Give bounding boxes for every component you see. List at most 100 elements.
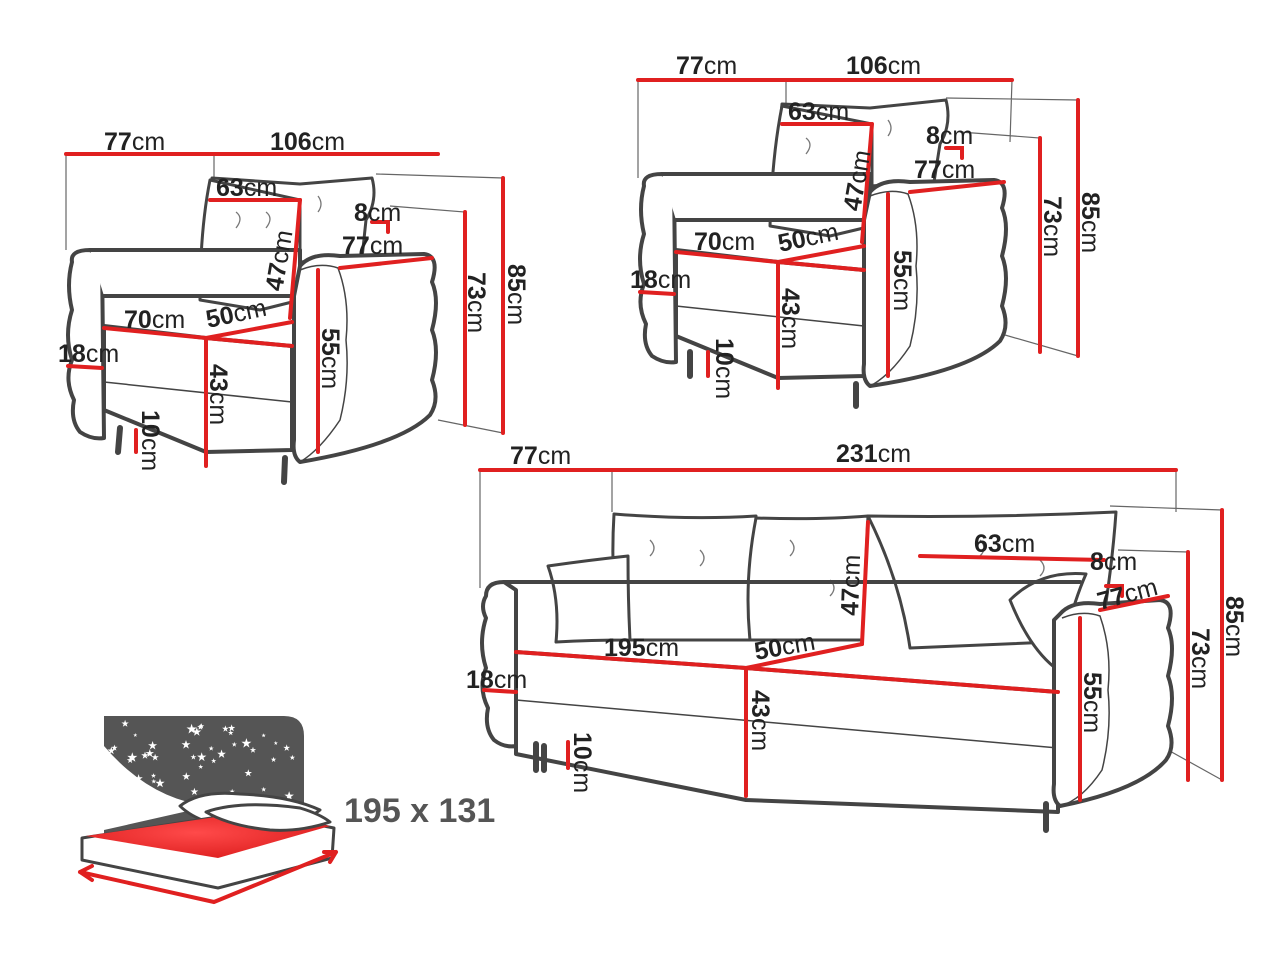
star-icon bbox=[231, 741, 237, 747]
star-icon bbox=[222, 725, 229, 732]
star-icon bbox=[151, 753, 159, 761]
armchair-left-total-height: 85 bbox=[502, 264, 530, 292]
svg-text:50cm: 50cm bbox=[775, 218, 841, 258]
star-icon bbox=[197, 752, 207, 762]
star-icon bbox=[181, 740, 191, 749]
sofa-arm-full: 55 bbox=[1078, 672, 1106, 700]
armchair-left-arm-depth: 77 bbox=[342, 232, 370, 260]
star-icon bbox=[261, 733, 266, 738]
armchair-right-back-cushion: 63 bbox=[788, 98, 816, 126]
star-icon bbox=[107, 746, 116, 755]
star-icon bbox=[198, 764, 204, 769]
svg-text:73cm: 73cm bbox=[1038, 196, 1066, 257]
armchair-left-arm-full: 55 bbox=[316, 328, 344, 356]
svg-text:43cm: 43cm bbox=[746, 690, 774, 751]
star-icon bbox=[133, 733, 138, 737]
star-icon bbox=[217, 749, 226, 758]
svg-text:231cm: 231cm bbox=[836, 440, 911, 468]
svg-text:106cm: 106cm bbox=[846, 52, 921, 80]
sofa-cushion-height: 47 bbox=[836, 587, 865, 616]
svg-text:106cm: 106cm bbox=[270, 128, 345, 156]
star-icon bbox=[244, 769, 252, 777]
star-icon bbox=[198, 723, 205, 729]
star-icon bbox=[284, 791, 294, 801]
sofa-arm-height: 18 bbox=[466, 666, 494, 694]
star-icon bbox=[192, 727, 202, 736]
star-icon bbox=[190, 754, 197, 760]
armchair-right-seat-width: 70 bbox=[694, 228, 722, 256]
armchair-right-arm-full: 55 bbox=[888, 250, 916, 278]
star-icon bbox=[150, 773, 156, 778]
armchair-right-legs: 10 bbox=[710, 338, 738, 366]
sofa-width: 231 bbox=[836, 440, 878, 468]
svg-text:77cm: 77cm bbox=[676, 52, 737, 80]
armchair-right-arm-height: 18 bbox=[630, 266, 658, 294]
star-icon bbox=[273, 740, 278, 745]
svg-text:8cm: 8cm bbox=[1090, 548, 1137, 576]
star-icon bbox=[114, 791, 125, 802]
svg-text:85cm: 85cm bbox=[1220, 596, 1248, 657]
star-icon bbox=[155, 778, 165, 788]
star-icon bbox=[120, 788, 129, 796]
star-icon bbox=[134, 774, 143, 783]
star-icon bbox=[111, 744, 118, 751]
svg-text:47cm: 47cm bbox=[260, 228, 298, 293]
armchair-left-legs: 10 bbox=[136, 410, 164, 438]
armchair-left-back-cushion: 63 bbox=[216, 174, 244, 202]
star-icon bbox=[270, 756, 277, 762]
svg-text:73cm: 73cm bbox=[1186, 628, 1214, 689]
svg-text:55cm: 55cm bbox=[316, 328, 344, 389]
star-icon bbox=[126, 756, 134, 764]
armchair-right-depth: 77 bbox=[676, 52, 704, 80]
star-icon bbox=[289, 754, 296, 760]
bed-size-label: 195 x 131 bbox=[344, 792, 495, 830]
star-icon bbox=[190, 787, 199, 796]
star-icon bbox=[208, 745, 214, 751]
svg-text:63cm: 63cm bbox=[788, 98, 849, 126]
star-icon bbox=[249, 746, 257, 753]
star-icon bbox=[261, 786, 267, 792]
svg-text:77cm: 77cm bbox=[510, 442, 571, 470]
armchair-right-back-depth: 8 bbox=[926, 122, 940, 150]
star-icon bbox=[148, 741, 158, 750]
svg-text:77cm: 77cm bbox=[1094, 573, 1160, 616]
star-icon bbox=[121, 793, 128, 799]
armchair-left-arm-height: 18 bbox=[58, 340, 86, 368]
armchair-right-seat-height: 43 bbox=[776, 288, 804, 316]
svg-text:73cm: 73cm bbox=[462, 272, 490, 333]
svg-text:50cm: 50cm bbox=[203, 294, 269, 334]
star-icon bbox=[241, 738, 252, 748]
armchair-right-cushion-height: 47 bbox=[838, 181, 870, 213]
sofa-depth: 77 bbox=[510, 442, 538, 470]
svg-text:195cm: 195cm bbox=[604, 634, 679, 662]
armchair-left-seat-depth: 50 bbox=[203, 301, 236, 334]
svg-text:18cm: 18cm bbox=[58, 340, 119, 368]
svg-text:10cm: 10cm bbox=[568, 732, 596, 793]
sofa-seat-width: 195 bbox=[604, 634, 646, 662]
sofa: 77cm 231cm 63cm 8cm 77cm 47cm 195cm 50cm… bbox=[466, 440, 1248, 833]
star-icon bbox=[228, 730, 234, 736]
svg-text:77cm: 77cm bbox=[104, 128, 165, 156]
star-icon bbox=[186, 723, 197, 734]
svg-text:50cm: 50cm bbox=[752, 628, 817, 666]
armchair-right-total-height: 85 bbox=[1076, 192, 1104, 220]
star-icon bbox=[127, 752, 138, 762]
svg-text:70cm: 70cm bbox=[694, 228, 755, 256]
svg-text:43cm: 43cm bbox=[204, 364, 232, 425]
star-icon bbox=[145, 749, 154, 757]
svg-text:8cm: 8cm bbox=[354, 199, 401, 227]
armchair-left-back-height: 73 bbox=[462, 272, 490, 300]
svg-text:85cm: 85cm bbox=[1076, 192, 1104, 253]
armchair-right: 77cm 106cm 63cm 8cm 77cm 47cm 70cm 50cm … bbox=[630, 52, 1104, 409]
sleeping-function-icon: 195 x 131 bbox=[78, 716, 495, 904]
svg-text:70cm: 70cm bbox=[124, 306, 185, 334]
star-icon bbox=[229, 788, 235, 794]
svg-text:77cm: 77cm bbox=[342, 232, 403, 260]
svg-text:63cm: 63cm bbox=[974, 530, 1035, 558]
star-icon bbox=[197, 723, 204, 730]
sofa-seat-height: 43 bbox=[746, 690, 774, 718]
sofa-total-height: 85 bbox=[1220, 596, 1248, 624]
sofa-back-height: 73 bbox=[1186, 628, 1214, 656]
armchair-right-seat-depth: 50 bbox=[775, 225, 808, 258]
svg-text:10cm: 10cm bbox=[710, 338, 738, 399]
